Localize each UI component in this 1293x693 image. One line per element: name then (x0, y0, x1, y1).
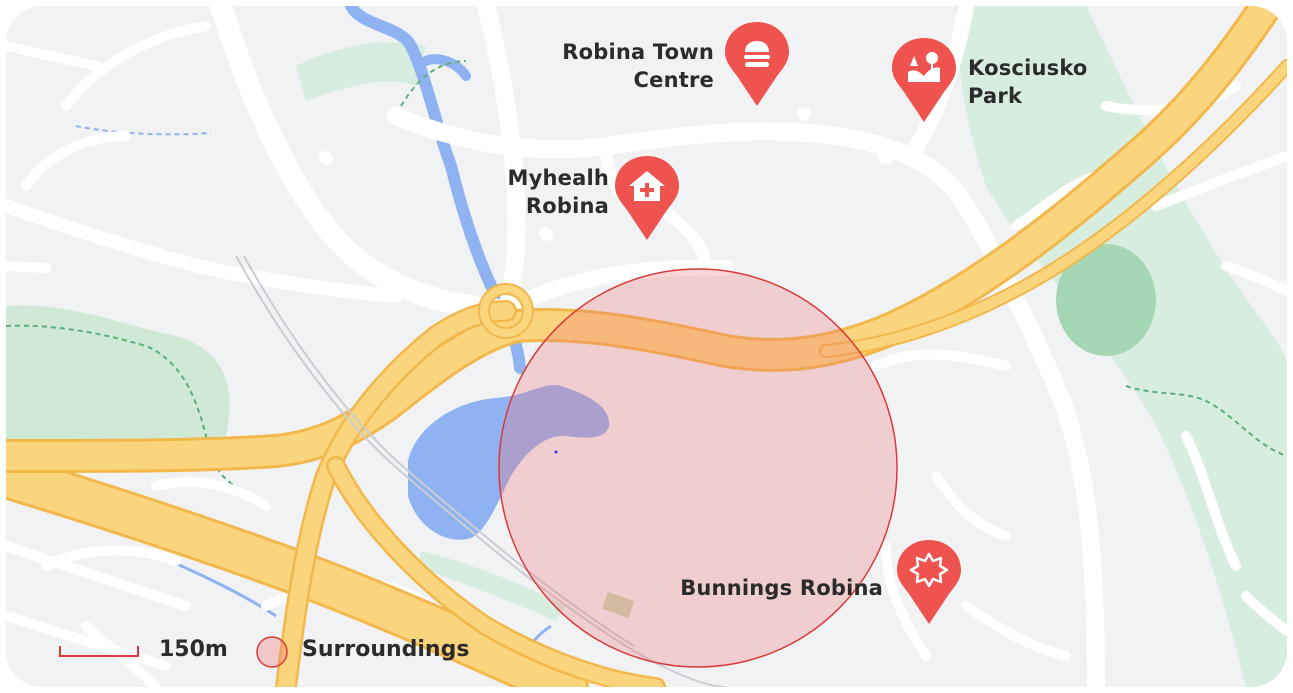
trail-top (400, 60, 467, 107)
lake (408, 384, 610, 540)
trail-right (1125, 385, 1287, 457)
poi-label-robina-town-centre: Robina Town Centre (562, 38, 714, 94)
poi-line: Kosciusko (968, 56, 1088, 80)
park-bottom (416, 551, 566, 621)
roundabout-top (877, 147, 895, 165)
highways (6, 6, 1287, 687)
roundabout-n (797, 107, 811, 121)
medical-house-icon[interactable] (615, 156, 679, 242)
roundabout-c (539, 227, 553, 241)
badge-icon[interactable] (897, 540, 961, 626)
roundabout-left (287, 175, 305, 193)
poi-line: Robina Town (562, 40, 714, 64)
poi-line: Robina (525, 194, 609, 218)
park-strip (296, 42, 426, 101)
poi-label-bunnings-robina: Bunnings Robina (680, 574, 883, 602)
poi-label-kosciusko-park: Kosciusko Park (968, 54, 1088, 110)
park-area-left (6, 305, 230, 472)
map-view[interactable]: Robina Town Centre Kosciusko Park Myheal… (6, 6, 1287, 687)
roundabout-mid (319, 151, 333, 165)
poi-line: Park (968, 84, 1023, 108)
poi-label-myhealh-robina: Myhealh Robina (508, 164, 610, 220)
creek-branch (421, 54, 471, 81)
burger-icon[interactable] (725, 22, 789, 108)
basemap (6, 6, 1287, 687)
scale-label: 150m (159, 637, 228, 662)
park-icon[interactable] (892, 38, 956, 124)
oval-field (1056, 244, 1156, 356)
poi-line: Myhealh (507, 166, 609, 190)
surroundings-radius (498, 268, 898, 668)
poi-line: Centre (633, 68, 714, 92)
center-point (554, 450, 558, 454)
surroundings-label: Surroundings (302, 637, 470, 662)
rail-line (235, 255, 727, 687)
park-patch (601, 591, 635, 619)
trail-left (6, 324, 237, 487)
stream-top (75, 125, 212, 136)
rail-line-2 (243, 255, 635, 647)
poi-line: Bunnings Robina (680, 576, 883, 600)
